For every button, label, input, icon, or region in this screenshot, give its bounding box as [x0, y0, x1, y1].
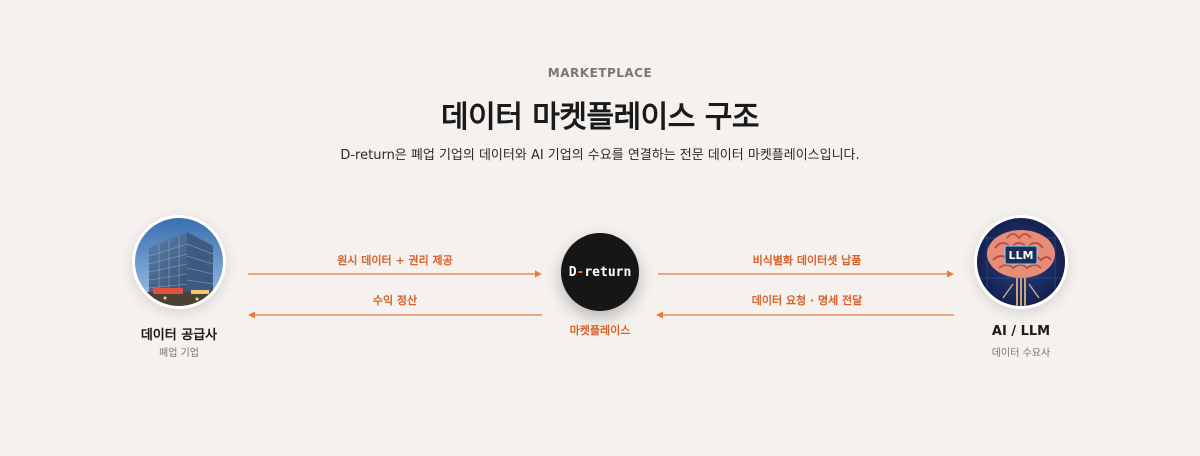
marketplace-logo: D-return	[561, 233, 639, 311]
consumer-label: AI / LLM	[991, 324, 1051, 339]
supplier-image	[132, 215, 226, 309]
arrow-marketplace-to-supplier	[248, 310, 542, 320]
consumer-llm-badge: LLM	[1009, 249, 1034, 262]
supplier-label: 데이터 공급사	[140, 328, 218, 343]
logo-suffix: return	[584, 264, 632, 280]
arrow-supplier-to-marketplace	[248, 269, 542, 279]
consumer-sublabel: 데이터 수요사	[991, 348, 1051, 359]
section-eyebrow: MARKETPLACE	[547, 66, 653, 80]
flow-label-settlement: 수익 정산	[372, 294, 418, 307]
flow-label-data-request: 데이터 요청 · 명세 전달	[751, 294, 863, 307]
page-title: 데이터 마켓플레이스 구조	[441, 100, 760, 135]
marketplace-label: 마켓플레이스	[569, 324, 631, 337]
page-subtitle: D-return은 폐업 기업의 데이터와 AI 기업의 수요를 연결하는 전문…	[340, 148, 860, 163]
flow-label-raw-data: 원시 데이터 + 권리 제공	[337, 254, 453, 267]
logo-prefix: D	[568, 264, 577, 280]
consumer-image: LLM	[974, 215, 1068, 309]
arrow-marketplace-to-consumer	[658, 269, 954, 279]
supplier-sublabel: 폐업 기업	[159, 348, 199, 359]
marketplace-logo-text: D-return	[569, 265, 632, 280]
flow-label-dataset-delivery: 비식별화 데이터셋 납품	[752, 254, 862, 267]
logo-dash: -	[576, 264, 585, 280]
arrow-consumer-to-marketplace	[656, 310, 954, 320]
